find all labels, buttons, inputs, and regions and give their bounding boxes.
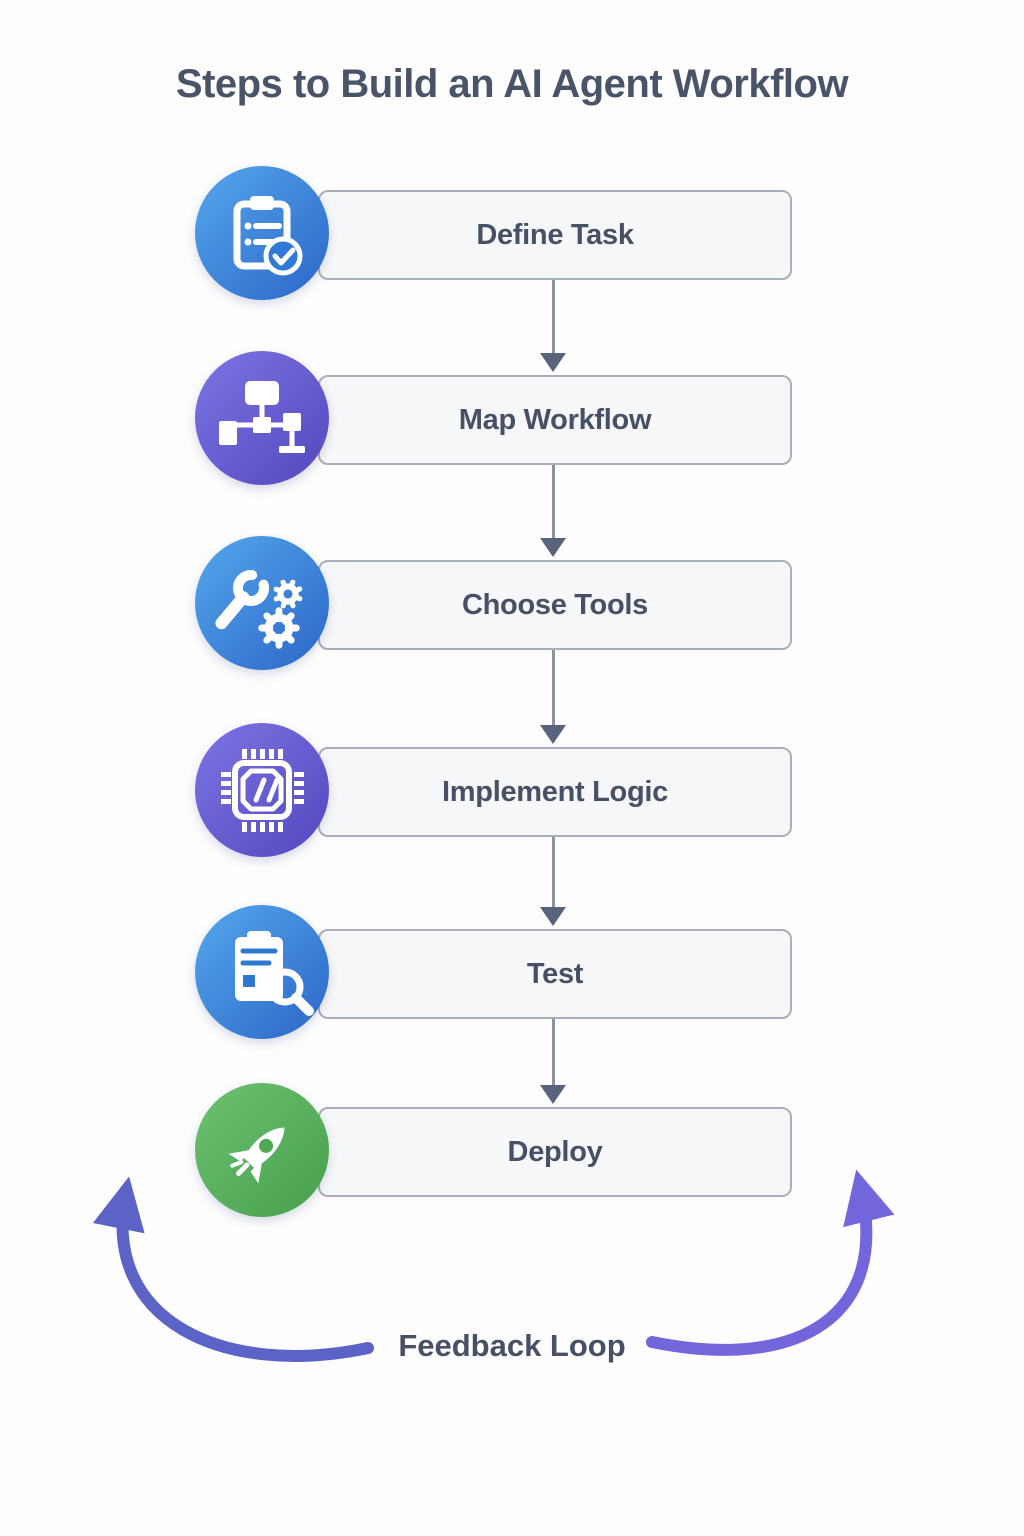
arrow-head-icon — [540, 725, 566, 744]
step-row-define-task: Define Task — [0, 166, 1024, 300]
step-row-test: Test — [0, 905, 1024, 1039]
step-icon-badge — [195, 166, 329, 300]
feedback-loop-label: Feedback Loop — [398, 1328, 626, 1363]
step-icon-badge — [195, 1083, 329, 1217]
step-label: Implement Logic — [442, 775, 668, 808]
arrow-line — [551, 1017, 555, 1085]
chip-code-icon — [221, 749, 304, 832]
clipboard-magnifier-icon — [235, 931, 314, 1016]
step-label-box: Implement Logic — [318, 747, 792, 837]
step-row-implement-logic: Implement Logic — [0, 723, 1024, 857]
rocket-icon — [228, 1127, 285, 1184]
page-title: Steps to Build an AI Agent Workflow — [175, 62, 849, 106]
step-icon-badge — [195, 351, 329, 485]
flow-arrow-down — [540, 648, 566, 744]
arrow-line — [551, 463, 555, 538]
step-label: Test — [526, 957, 584, 990]
step-row-map-workflow: Map Workflow — [0, 351, 1024, 485]
arrow-head-icon — [540, 1085, 566, 1104]
step-row-choose-tools: Choose Tools — [0, 536, 1024, 670]
step-label: Deploy — [507, 1135, 603, 1168]
step-label-box: Test — [318, 929, 792, 1019]
wrench-gears-icon — [215, 570, 329, 670]
step-icon-badge — [195, 905, 329, 1039]
flow-arrow-down — [540, 835, 566, 926]
arrow-line — [551, 835, 555, 907]
arrow-line — [551, 278, 555, 353]
step-label: Choose Tools — [462, 588, 648, 621]
step-icon-badge — [195, 536, 329, 670]
flow-arrow-down — [540, 278, 566, 372]
step-label: Map Workflow — [458, 403, 652, 436]
flow-arrow-down — [540, 463, 566, 557]
clipboard-check-icon — [233, 196, 303, 276]
flowchart-icon — [219, 381, 305, 453]
arrow-head-icon — [540, 538, 566, 557]
flow-arrow-down — [540, 1017, 566, 1104]
step-icon-badge — [195, 723, 329, 857]
step-label-box: Define Task — [318, 190, 792, 280]
step-label-box: Deploy — [318, 1107, 792, 1197]
step-label-box: Choose Tools — [318, 560, 792, 650]
step-label: Define Task — [476, 218, 634, 251]
step-row-deploy: Deploy — [0, 1083, 1024, 1217]
step-label-box: Map Workflow — [318, 375, 792, 465]
arrow-head-icon — [540, 353, 566, 372]
arrow-line — [551, 648, 555, 725]
arrow-head-icon — [540, 907, 566, 926]
